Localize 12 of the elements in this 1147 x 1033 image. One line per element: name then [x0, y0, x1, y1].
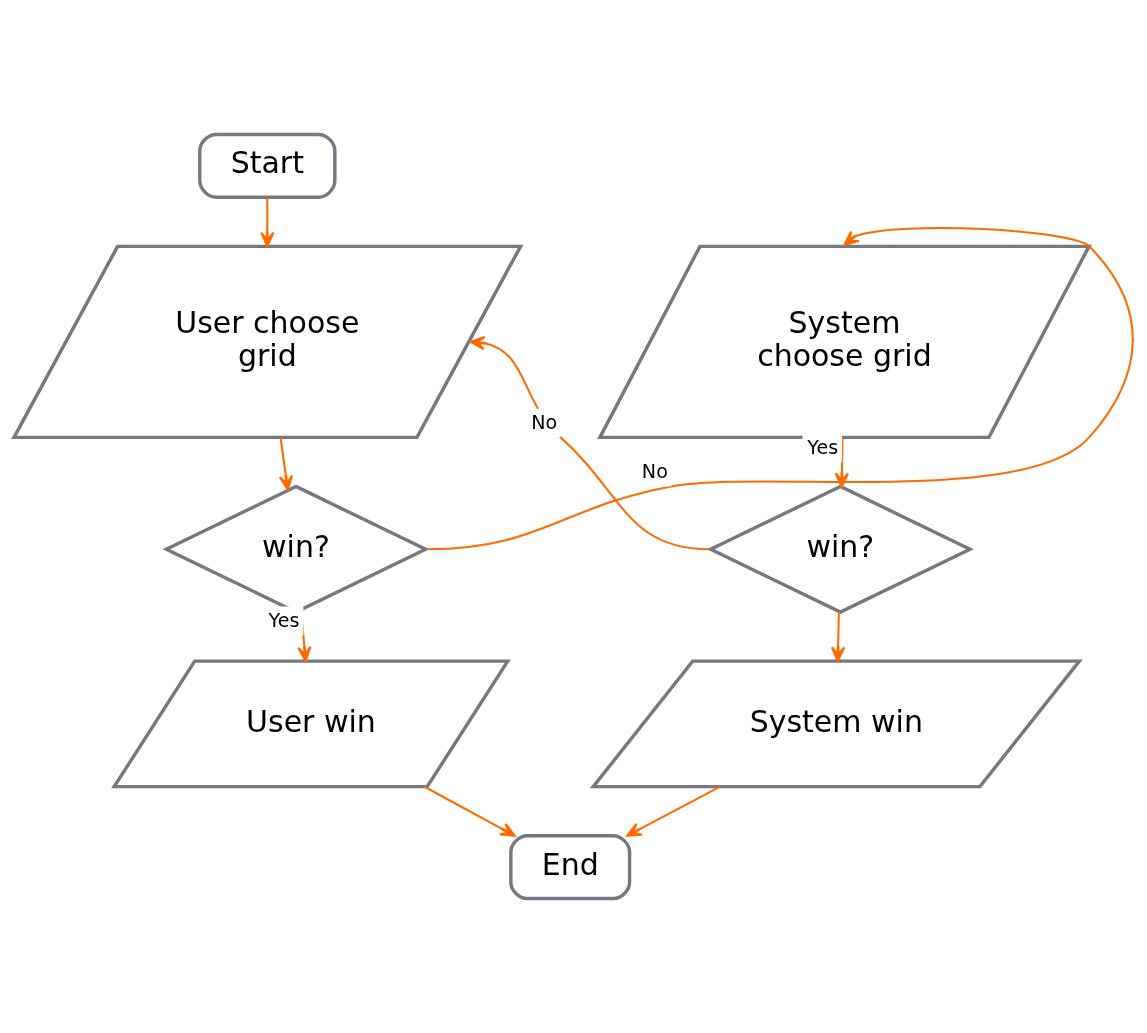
node-diamond: win?: [706, 484, 974, 614]
arrow: [278, 437, 294, 491]
arrow: [469, 336, 710, 551]
arrow: [260, 197, 275, 248]
node-box: End: [509, 834, 632, 901]
arrow: [426, 227, 1134, 551]
arrow: [830, 611, 846, 663]
arrow: [423, 785, 516, 837]
edge-label: No: [531, 410, 558, 434]
node-box: Start: [198, 132, 337, 199]
edge-label: No: [641, 459, 668, 483]
arrow: [626, 785, 721, 837]
